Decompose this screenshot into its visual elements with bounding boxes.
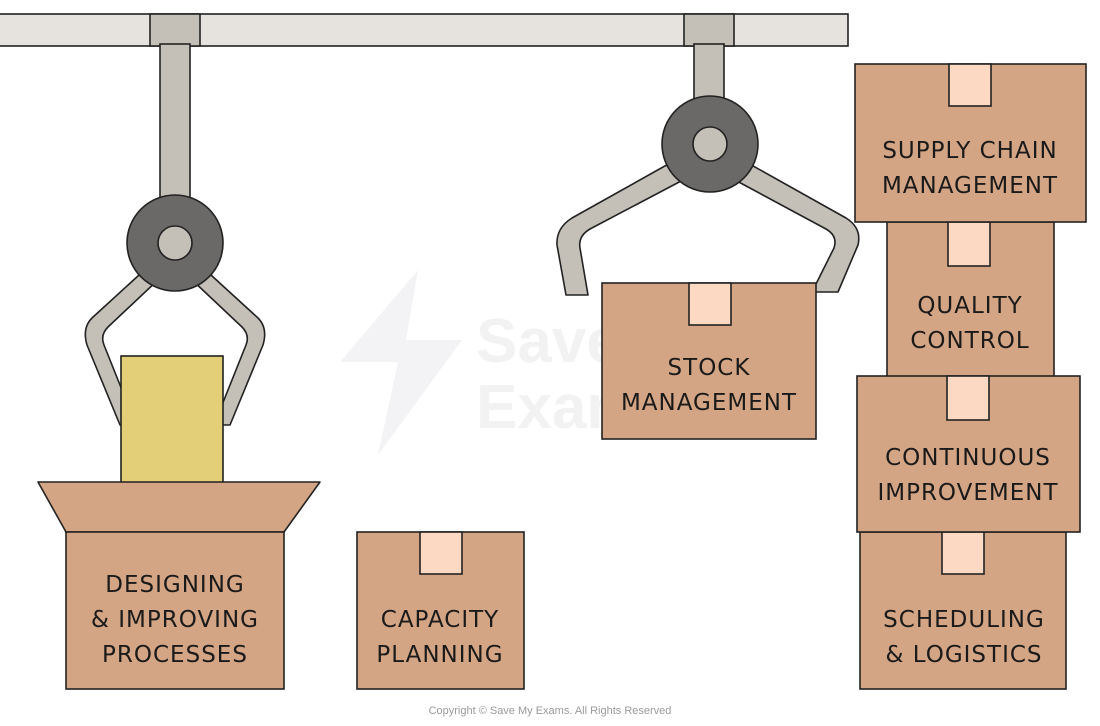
- overhead-rail: [0, 13, 849, 47]
- box-tape: [946, 375, 990, 421]
- box-scheduling-logistics: SCHEDULING & LOGISTICS: [859, 531, 1067, 690]
- continuous-label-line-2: IMPROVEMENT: [877, 480, 1058, 506]
- copyright-notice: Copyright © Save My Exams. All Rights Re…: [429, 705, 672, 717]
- box-tape: [688, 282, 732, 326]
- stock-label-line-2: MANAGEMENT: [621, 390, 797, 416]
- box-capacity-planning: CAPACITY PLANNING: [356, 531, 525, 690]
- supply-label-line-2: MANAGEMENT: [882, 173, 1058, 199]
- product-block: [120, 355, 224, 485]
- designing-label-line-3: PROCESSES: [102, 642, 248, 668]
- left-robotic-arm: [84, 43, 266, 426]
- quality-label-line-1: QUALITY: [917, 293, 1022, 319]
- box-continuous-improvement: CONTINUOUS IMPROVEMENT: [856, 375, 1081, 533]
- box-stock-management: STOCK MANAGEMENT: [601, 282, 817, 440]
- scheduling-label-line-2: & LOGISTICS: [885, 642, 1042, 668]
- stock-label-line-1: STOCK: [668, 355, 751, 381]
- box-designing-improving-processes: DESIGNING & IMPROVING PROCESSES: [37, 355, 321, 690]
- box-open-flaps: [37, 481, 321, 533]
- box-tape: [948, 63, 992, 107]
- box-tape: [947, 221, 991, 267]
- supply-label-line-1: SUPPLY CHAIN: [882, 138, 1057, 164]
- continuous-label-line-1: CONTINUOUS: [885, 445, 1051, 471]
- designing-label-line-1: DESIGNING: [105, 572, 244, 598]
- capacity-label-line-2: PLANNING: [376, 642, 503, 668]
- quality-label-line-2: CONTROL: [910, 328, 1029, 354]
- watermark-bolt-icon: [340, 270, 462, 455]
- box-supply-chain-management: SUPPLY CHAIN MANAGEMENT: [854, 63, 1087, 223]
- scheduling-label-line-1: SCHEDULING: [883, 607, 1045, 633]
- box-tape: [941, 531, 985, 575]
- designing-label-line-2: & IMPROVING: [91, 607, 259, 633]
- capacity-label-line-1: CAPACITY: [381, 607, 499, 633]
- box-tape: [419, 531, 463, 575]
- right-robotic-arm: [556, 43, 860, 296]
- box-quality-control: QUALITY CONTROL: [886, 221, 1055, 379]
